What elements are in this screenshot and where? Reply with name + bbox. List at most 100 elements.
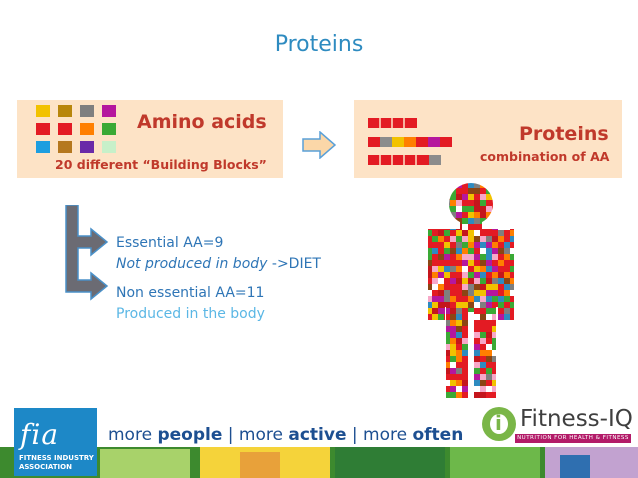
mosaic-tile — [462, 320, 468, 326]
mosaic-tile — [438, 236, 444, 242]
mosaic-tile — [486, 188, 492, 194]
mosaic-tile — [474, 386, 480, 392]
mosaic-tile — [462, 183, 468, 188]
diet-label: ->DIET — [271, 256, 321, 272]
mosaic-tile — [486, 254, 492, 260]
mosaic-tile — [474, 350, 480, 356]
mosaic-tile — [504, 254, 510, 260]
mosaic-tile — [510, 260, 514, 266]
mosaic-tile — [480, 290, 486, 296]
mosaic-tile — [504, 350, 510, 356]
amino-acid-square — [58, 123, 72, 135]
mosaic-tile — [428, 218, 432, 224]
mosaic-tile — [510, 194, 514, 200]
mosaic-tile — [432, 326, 438, 332]
mosaic-tile — [462, 290, 468, 296]
mosaic-tile — [486, 356, 492, 362]
mosaic-tile — [468, 230, 474, 236]
mosaic-tile — [492, 206, 498, 212]
mosaic-tile — [462, 362, 468, 368]
mosaic-tile — [456, 332, 462, 338]
mosaic-tile — [462, 242, 468, 248]
mosaic-tile — [480, 314, 486, 320]
mosaic-tile — [456, 344, 462, 350]
mosaic-tile — [504, 326, 510, 332]
mosaic-tile — [480, 374, 486, 380]
mosaic-tile — [428, 380, 432, 386]
fia-name-line2: ASSOCIATION — [19, 463, 72, 471]
mosaic-tile — [462, 212, 468, 218]
mosaic-tile — [474, 230, 480, 236]
mosaic-tile — [450, 188, 456, 194]
mosaic-tile — [492, 272, 498, 278]
mosaic-tile — [510, 362, 514, 368]
mosaic-tile — [468, 188, 474, 194]
mosaic-tile — [510, 212, 514, 218]
mosaic-tile — [468, 350, 474, 356]
mosaic-tile — [462, 368, 468, 374]
mosaic-tile — [474, 188, 480, 194]
mosaic-tile — [450, 290, 456, 296]
footer-photo-strip — [0, 442, 638, 478]
mosaic-tile — [480, 392, 486, 398]
mosaic-tile — [444, 188, 450, 194]
mosaic-tile — [498, 248, 504, 254]
mosaic-tile — [438, 296, 444, 302]
mosaic-tile — [428, 386, 432, 392]
mosaic-tile — [456, 242, 462, 248]
mosaic-tile — [432, 278, 438, 284]
mosaic-tile — [480, 224, 486, 230]
mosaic-tile — [510, 236, 514, 242]
mosaic-tile — [444, 386, 450, 392]
mosaic-tile — [504, 212, 510, 218]
mosaic-tile — [480, 194, 486, 200]
mosaic-tile — [462, 350, 468, 356]
mosaic-tile — [468, 374, 474, 380]
mosaic-tile — [498, 386, 504, 392]
essential-aa-label: Essential AA=9 — [116, 235, 224, 251]
mosaic-tile — [438, 386, 444, 392]
mosaic-tile — [486, 194, 492, 200]
mosaic-tile — [432, 302, 438, 308]
mosaic-tile — [480, 230, 486, 236]
mosaic-tile — [456, 380, 462, 386]
mosaic-tile — [462, 194, 468, 200]
mosaic-tile — [510, 248, 514, 254]
mosaic-tile — [510, 200, 514, 206]
mosaic-tile — [468, 284, 474, 290]
mosaic-tile — [432, 218, 438, 224]
mosaic-tile — [486, 278, 492, 284]
mosaic-tile — [428, 212, 432, 218]
amino-acid-square — [80, 123, 94, 135]
mosaic-tile — [510, 350, 514, 356]
amino-acid-square — [36, 105, 50, 117]
mosaic-tile — [456, 188, 462, 194]
mosaic-tile — [492, 194, 498, 200]
mosaic-tile — [444, 356, 450, 362]
mosaic-tile — [480, 332, 486, 338]
mosaic-tile — [480, 260, 486, 266]
mosaic-tile — [498, 338, 504, 344]
mosaic-tile — [486, 236, 492, 242]
mosaic-tile — [432, 206, 438, 212]
mosaic-tile — [492, 200, 498, 206]
mosaic-tile — [480, 338, 486, 344]
mosaic-tile — [498, 183, 504, 188]
mosaic-tile — [474, 308, 480, 314]
mosaic-tile — [498, 188, 504, 194]
mosaic-tile — [498, 314, 504, 320]
mosaic-tile — [486, 392, 492, 398]
amino-acid-square — [80, 141, 94, 153]
mosaic-tile — [456, 254, 462, 260]
mosaic-tile — [468, 236, 474, 242]
mosaic-tile — [456, 200, 462, 206]
mosaic-tile — [444, 183, 450, 188]
mosaic-tile — [444, 242, 450, 248]
mosaic-tile — [450, 218, 456, 224]
mosaic-tile — [438, 188, 444, 194]
mosaic-tile — [504, 290, 510, 296]
mosaic-tile — [486, 242, 492, 248]
mosaic-tile — [492, 290, 498, 296]
mosaic-tile — [474, 278, 480, 284]
mosaic-tile — [492, 356, 498, 362]
